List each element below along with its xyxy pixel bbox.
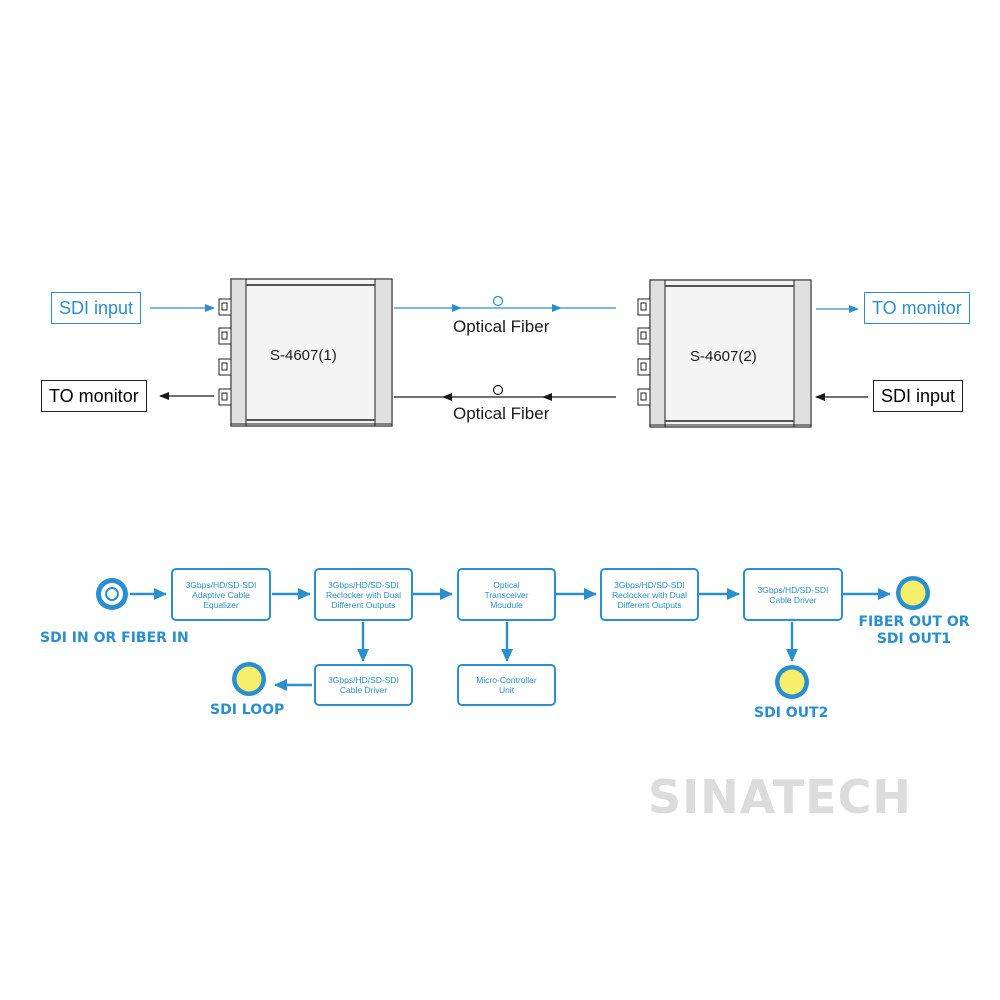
sdi-in-label: SDI IN OR FIBER IN: [40, 630, 189, 646]
fiber-bottom-connector: [492, 384, 504, 396]
left-sdi-input-label: SDI input: [51, 292, 142, 324]
left-device-name: S-4607(1): [270, 347, 337, 364]
fiber-top-arrow-1: [452, 304, 462, 312]
fiber-top-connector: [492, 295, 504, 307]
fiber-bottom-arrow-1: [442, 393, 452, 401]
fiber-out-connector: [896, 576, 930, 610]
sdi-loop-label: SDI LOOP: [210, 702, 285, 718]
fiber-top-label: Optical Fiber: [453, 317, 550, 336]
right-sdi-input-label: SDI input: [873, 380, 964, 412]
sdi-loop-connector: [232, 662, 266, 696]
right-device-connectors: [637, 298, 651, 406]
sdi-out2-label: SDI OUT2: [754, 705, 829, 721]
fiber-bottom-arrow-2: [542, 393, 552, 401]
right-device-name: S-4607(2): [690, 348, 757, 365]
fiber-bottom-label: Optical Fiber: [453, 404, 550, 423]
fiber-top-arrow-2: [552, 304, 562, 312]
left-to-monitor-label: TO monitor: [41, 380, 147, 412]
right-device-unit: [649, 279, 812, 428]
right-to-monitor-label: TO monitor: [864, 292, 970, 324]
left-device-connectors: [218, 298, 232, 406]
sdi-in-connector: [96, 578, 128, 610]
left-device-unit: [230, 278, 393, 427]
sdi-out2-connector: [775, 665, 809, 699]
brand-watermark: SINATECH: [648, 770, 912, 824]
